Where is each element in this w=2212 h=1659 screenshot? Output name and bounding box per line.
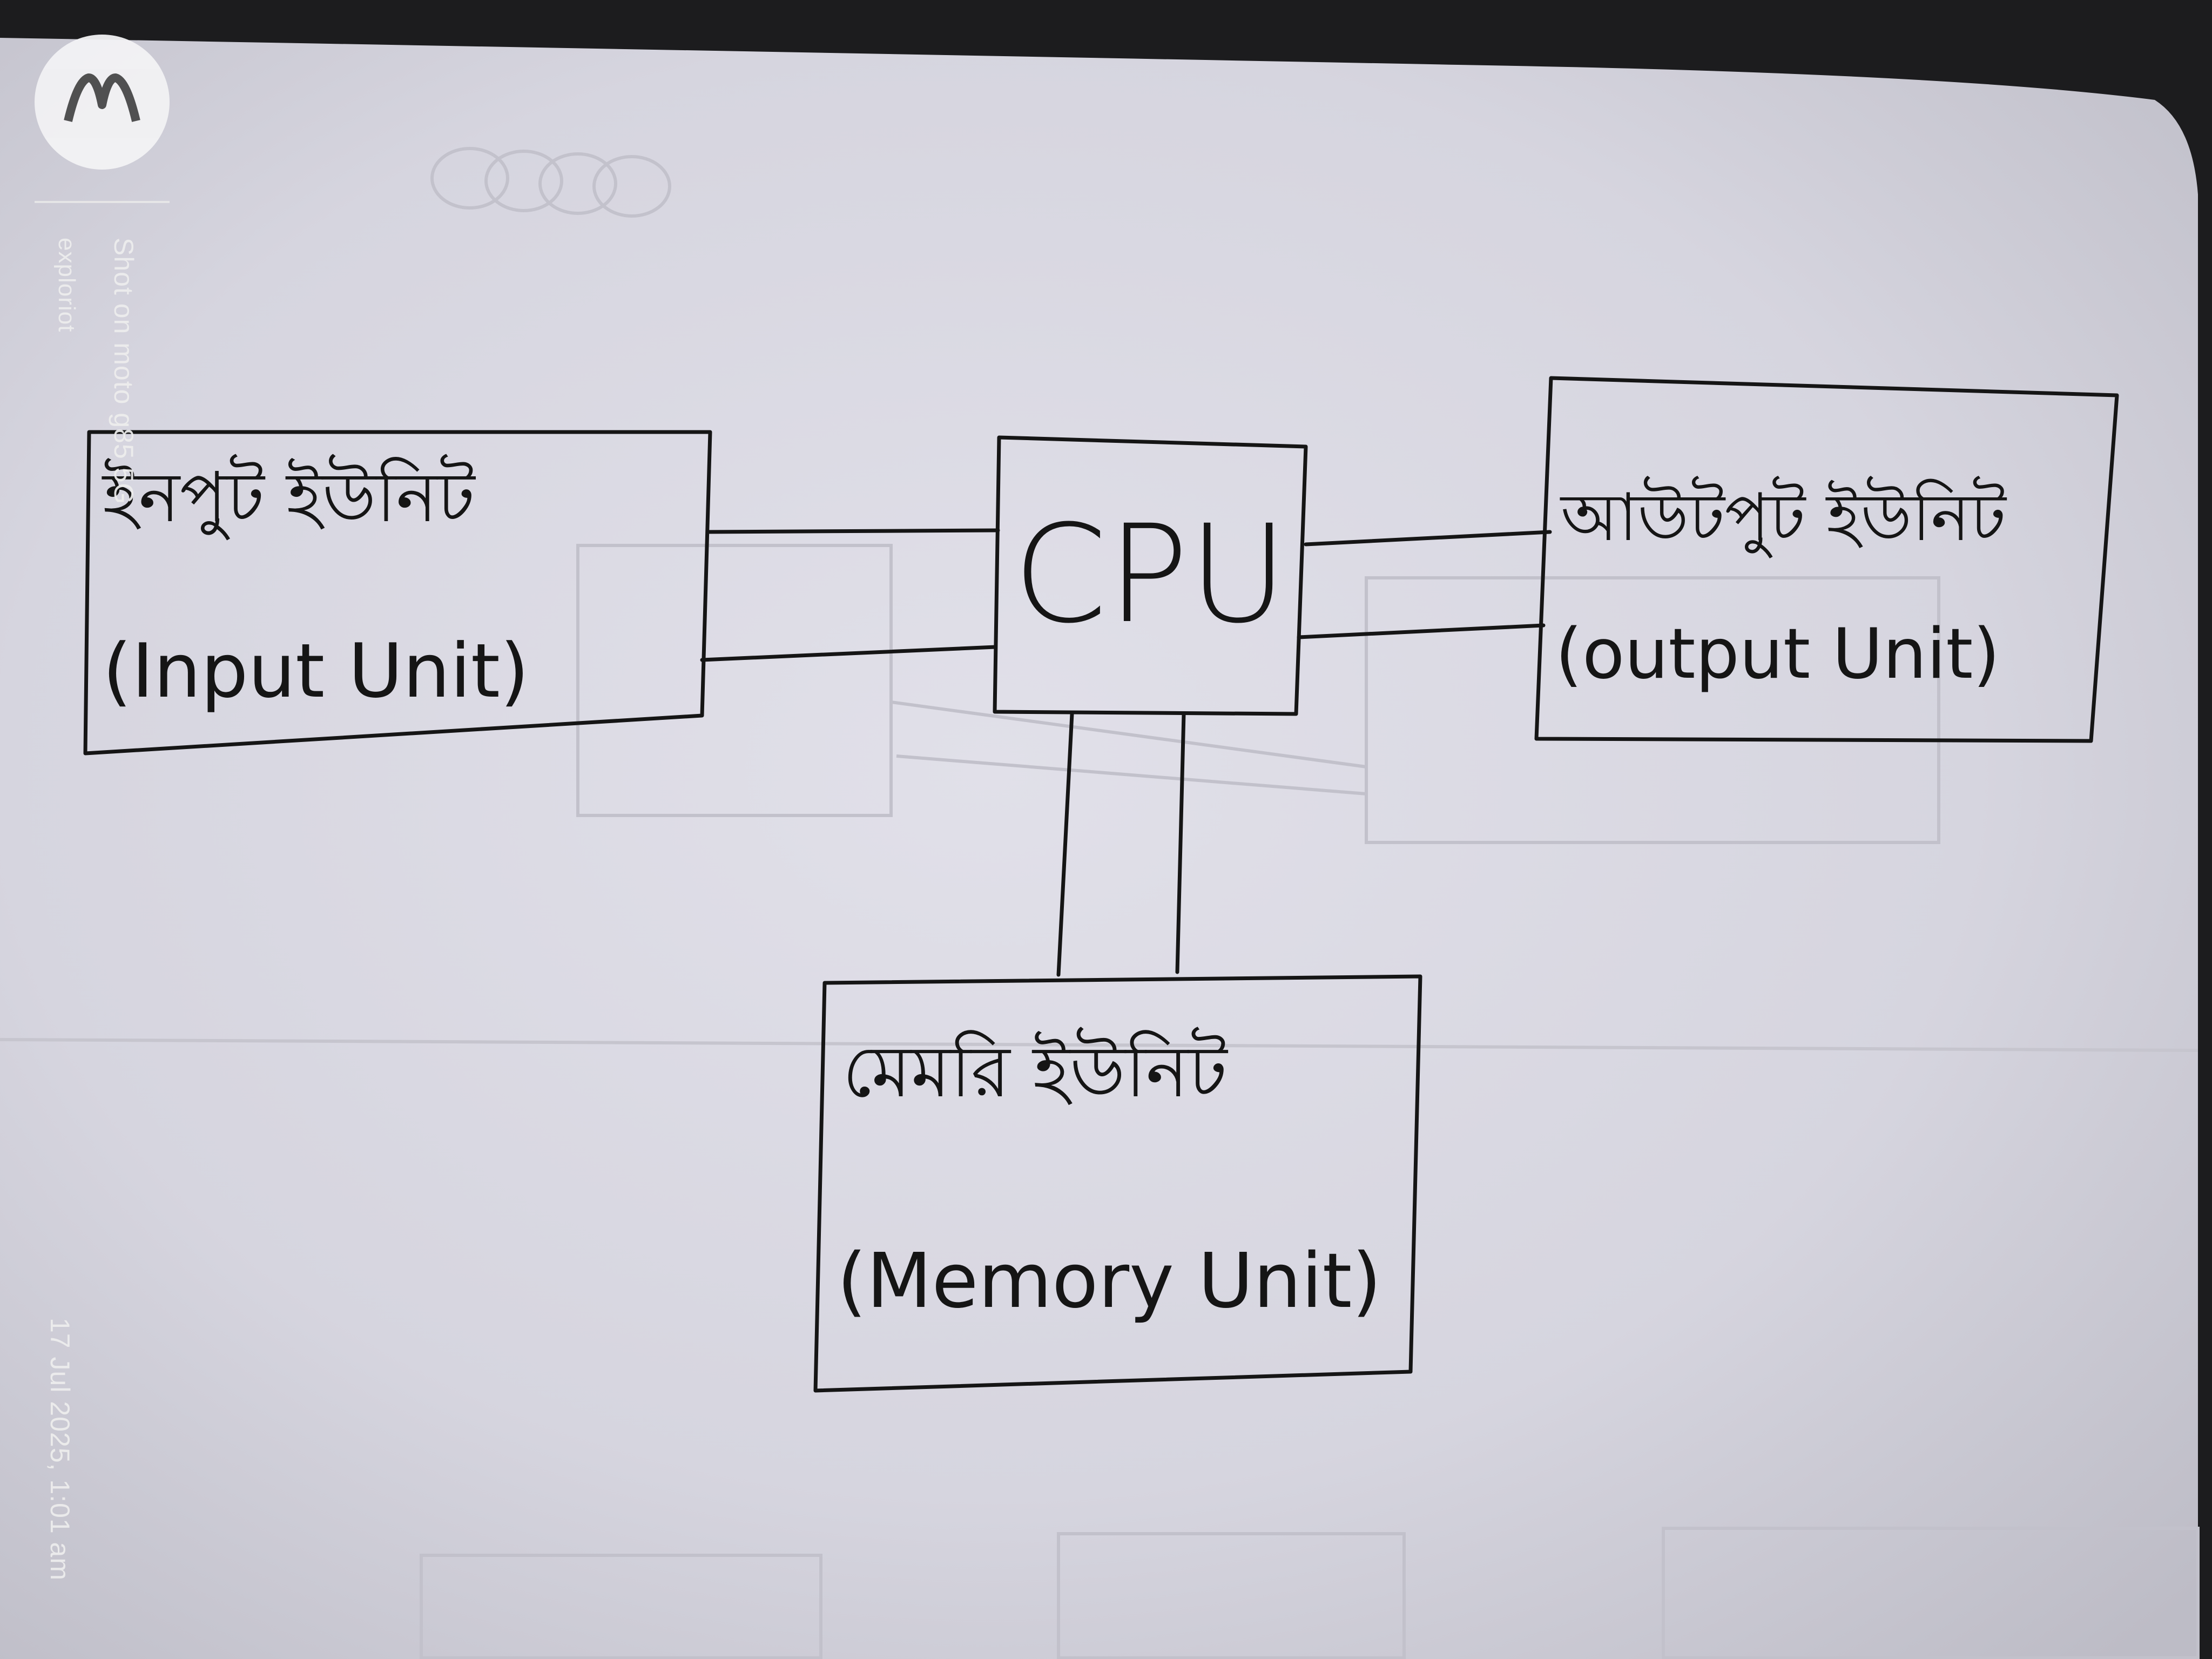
cpu-to-output-line-bottom bbox=[1297, 623, 1546, 639]
output-unit-box bbox=[1534, 376, 2119, 743]
watermark-timestamp: 17 Jul 2025, 1:01 am bbox=[45, 1318, 75, 1581]
page-sheet bbox=[0, 38, 2198, 1659]
memory-unit-bengali-label: মেমরি ইউনিট bbox=[842, 1027, 1229, 1114]
watermark-divider bbox=[35, 201, 170, 203]
watermark-shot-on: Shot on moto g85 5G bbox=[109, 238, 139, 505]
motorola-logo-icon bbox=[35, 35, 170, 170]
input-unit-english-label: (Input Unit) bbox=[103, 628, 529, 714]
watermark-author: exploriot bbox=[53, 238, 80, 333]
pencil-scribble bbox=[430, 147, 671, 218]
output-unit-bengali-label: আউটপুট ইউনিট bbox=[1560, 476, 2007, 558]
input-unit-box bbox=[83, 430, 712, 756]
cpu-label: CPU bbox=[1013, 496, 1287, 653]
input-unit-bengali-label: ইনপুট ইউনিট bbox=[102, 454, 476, 541]
input-to-cpu-line-top bbox=[705, 528, 1000, 534]
cpu-to-output-line-top bbox=[1304, 530, 1552, 547]
cpu-to-memory-line-right bbox=[1175, 712, 1186, 974]
page-fold-line bbox=[0, 1038, 2198, 1052]
cpu-to-memory-line-left bbox=[1056, 712, 1074, 977]
output-unit-english-label: (output Unit) bbox=[1555, 614, 2000, 694]
memory-unit-english-label: (Memory Unit) bbox=[837, 1237, 1381, 1325]
cpu-box bbox=[993, 435, 1308, 716]
show-through-ghost-diagram bbox=[420, 544, 2200, 1659]
memory-unit-box bbox=[813, 974, 1422, 1393]
input-to-cpu-line-bottom bbox=[700, 645, 997, 662]
